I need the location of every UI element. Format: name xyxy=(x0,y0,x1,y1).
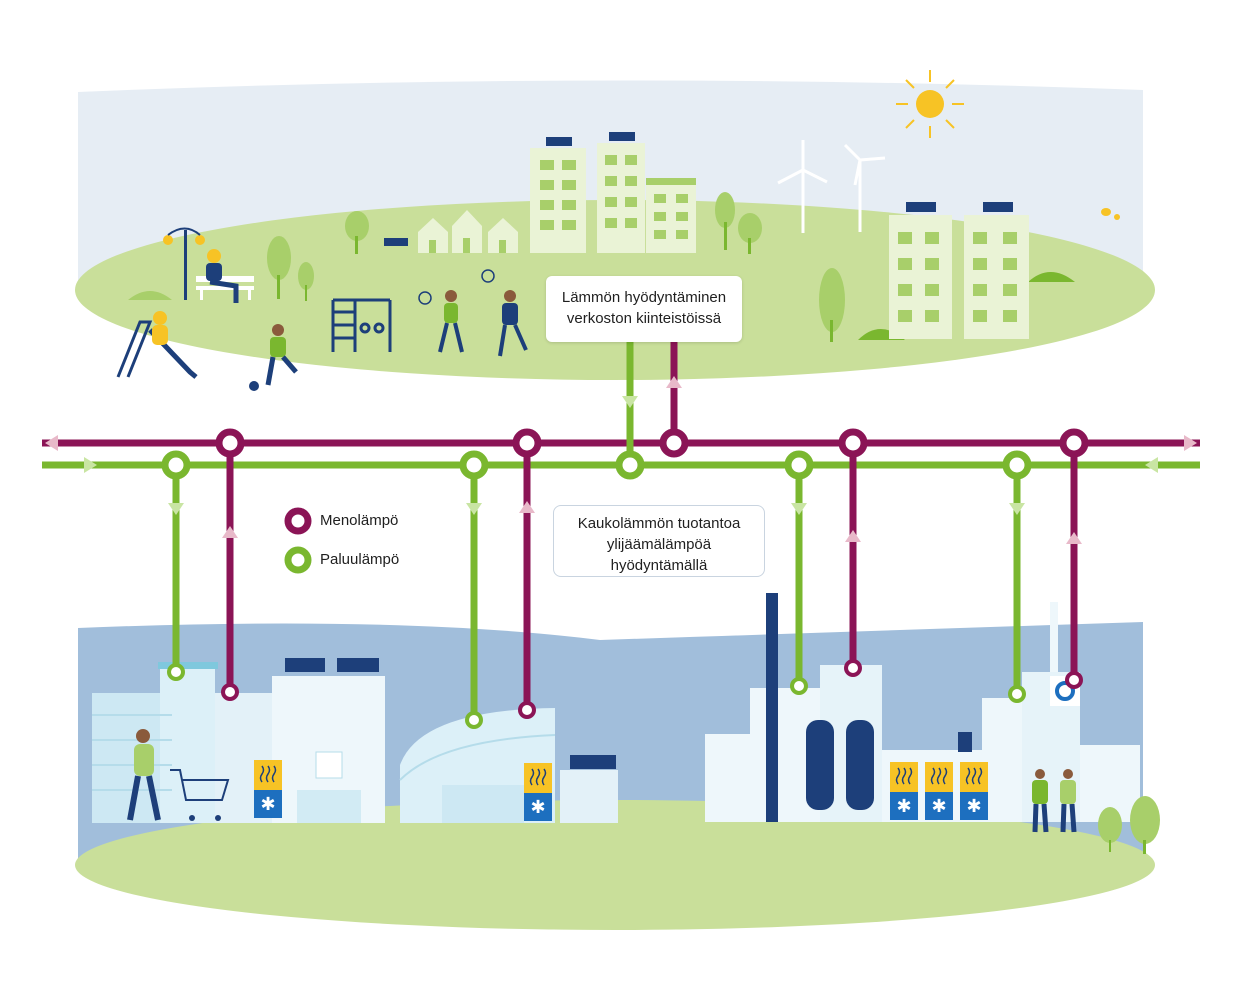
apartment-building xyxy=(597,132,645,253)
bush xyxy=(128,291,172,300)
company-logo-icon xyxy=(1055,681,1075,701)
legend-supply-marker xyxy=(284,507,312,535)
silo-icon xyxy=(806,720,874,810)
house xyxy=(488,218,518,253)
flow-arrow-icon xyxy=(1009,503,1025,515)
tree-icon xyxy=(715,192,735,250)
apartment-building xyxy=(530,137,586,253)
person-playing-badminton xyxy=(481,269,528,357)
flow-arrow-icon xyxy=(791,503,807,515)
house xyxy=(418,218,448,253)
tree-icon xyxy=(1098,807,1122,852)
street-lamp-icon xyxy=(163,227,205,300)
return-junction xyxy=(615,450,645,480)
tree-icon xyxy=(267,236,291,299)
flow-arrow-icon xyxy=(1066,532,1082,544)
heat-pump-unit: ✱ xyxy=(254,760,282,818)
person-playing-football xyxy=(249,324,298,391)
wind-turbine-icon xyxy=(843,143,886,232)
heat-pump-unit: ✱ xyxy=(890,762,918,820)
person-with-shopping-cart xyxy=(127,729,230,821)
heat-pump-unit: ✱ xyxy=(925,762,953,820)
svg-text:✱: ✱ xyxy=(530,797,545,817)
apartment-building xyxy=(889,202,952,339)
flow-arrow-icon xyxy=(845,530,861,542)
house xyxy=(452,210,482,253)
bush xyxy=(1028,272,1075,282)
flow-arrow-icon xyxy=(466,503,482,515)
tree-icon xyxy=(345,211,369,254)
label-district-heat-production: Kaukolämmön tuotantoa ylijäämälämpöä hyö… xyxy=(553,505,765,577)
label-line: hyödyntämällä xyxy=(610,557,708,574)
label-line: Kaukolämmön tuotantoa xyxy=(577,515,741,532)
flow-arrow-icon xyxy=(666,376,682,388)
legend-supply-label: Menolämpö xyxy=(320,512,399,529)
heat-pump-unit: ✱ xyxy=(524,763,552,821)
apartment-building xyxy=(646,178,696,253)
bee-icon xyxy=(1101,208,1120,220)
supply-junction xyxy=(215,428,245,458)
return-endpoint xyxy=(465,711,483,729)
legend-return-marker xyxy=(284,546,312,574)
apartment-building xyxy=(964,202,1029,339)
bottom-scene: ✱ ✱ ✱ ✱ ✱ xyxy=(75,593,1160,930)
legend-return-label: Paluulämpö xyxy=(320,551,400,568)
supply-endpoint xyxy=(221,683,239,701)
supply-endpoint xyxy=(844,659,862,677)
return-junction xyxy=(459,450,489,480)
tree-icon xyxy=(738,213,762,254)
wind-turbine-icon xyxy=(777,140,828,233)
top-scene xyxy=(75,70,1155,391)
flow-arrow-icon xyxy=(622,396,638,408)
pipe-network xyxy=(42,340,1200,729)
flow-arrow-icon xyxy=(84,457,97,473)
supply-junction xyxy=(838,428,868,458)
bottom-grass-hill xyxy=(75,800,1155,930)
person-playing-badminton xyxy=(418,290,464,353)
svg-text:✱: ✱ xyxy=(931,796,946,816)
tree-icon xyxy=(819,268,845,342)
label-line: ylijäämälämpöä xyxy=(606,536,712,553)
heat-pump-unit: ✱ xyxy=(960,762,988,820)
flow-arrow-icon xyxy=(1145,457,1158,473)
flow-arrow-icon xyxy=(45,435,58,451)
power-plant xyxy=(705,593,1140,822)
flow-arrow-icon xyxy=(168,503,184,515)
label-line: Lämmön hyödyntäminen xyxy=(561,289,727,306)
return-endpoint xyxy=(790,677,808,695)
supply-junction xyxy=(1059,428,1089,458)
supply-endpoint xyxy=(518,701,536,719)
label-heat-utilisation-in-buildings: Lämmön hyödyntäminen verkoston kiinteist… xyxy=(546,276,742,342)
gym-bars xyxy=(331,298,392,352)
svg-text:✱: ✱ xyxy=(896,796,911,816)
svg-text:✱: ✱ xyxy=(260,794,275,814)
supply-junction xyxy=(512,428,542,458)
return-junction xyxy=(784,450,814,480)
solar-panel-icon xyxy=(384,238,408,246)
sun-icon xyxy=(896,70,964,138)
flow-arrow-icon xyxy=(222,526,238,538)
person-sitting xyxy=(206,249,239,303)
tree-icon xyxy=(1130,796,1160,854)
supply-endpoint xyxy=(1065,671,1083,689)
return-endpoint xyxy=(167,663,185,681)
slide xyxy=(116,311,198,379)
park-bench xyxy=(196,276,254,300)
supply-junction xyxy=(659,428,689,458)
flow-arrow-icon xyxy=(1184,435,1197,451)
flow-arrow-icon xyxy=(519,501,535,513)
return-endpoint xyxy=(1008,685,1026,703)
ice-rink xyxy=(399,708,618,823)
workers xyxy=(1032,769,1077,833)
tree-icon xyxy=(298,262,314,301)
label-line: verkoston kiinteistöissä xyxy=(566,310,722,327)
return-junction xyxy=(161,450,191,480)
return-junction xyxy=(1002,450,1032,480)
svg-text:✱: ✱ xyxy=(966,796,981,816)
